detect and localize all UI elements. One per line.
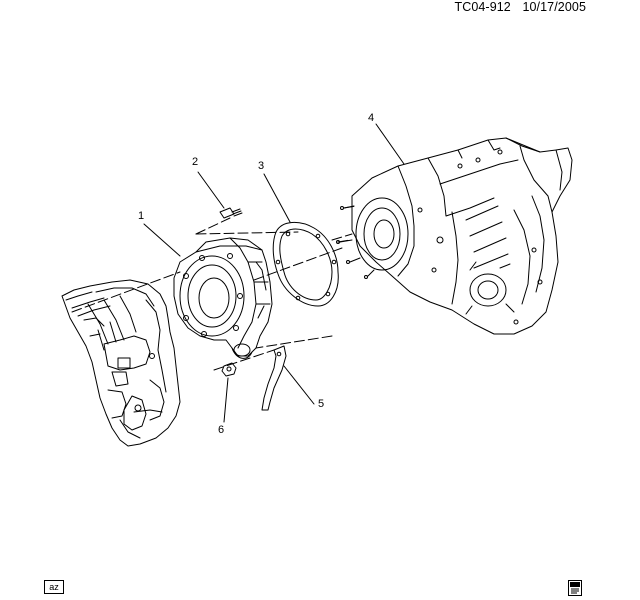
nut <box>221 362 237 377</box>
bolt <box>219 207 243 219</box>
figure-date: 10/17/2005 <box>522 0 586 14</box>
gasket <box>272 222 339 307</box>
assembly-centerlines <box>71 205 357 371</box>
az-badge: az <box>44 580 64 594</box>
callout-3: 3 <box>258 160 265 172</box>
adapter-housing <box>173 237 273 359</box>
transfer-case <box>336 137 573 335</box>
bracket <box>261 345 287 411</box>
manual-book-icon <box>568 580 582 596</box>
callout-5: 5 <box>318 398 325 410</box>
callout-4: 4 <box>368 112 375 124</box>
transmission-case <box>61 279 181 447</box>
leader-lines <box>143 123 405 423</box>
callout-1: 1 <box>138 210 145 222</box>
callout-6: 6 <box>218 424 225 436</box>
callout-2: 2 <box>192 156 199 168</box>
figure-header: TC04-912 10/17/2005 <box>454 0 586 14</box>
figure-id: TC04-912 <box>454 0 511 14</box>
